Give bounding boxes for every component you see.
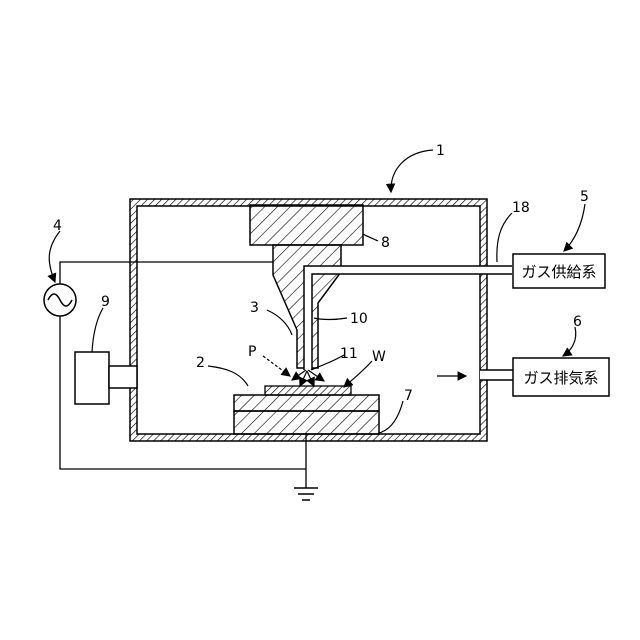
label-3: 3 [250,300,259,316]
label-6: 6 [573,314,582,330]
label-5: 5 [580,189,589,205]
label-18: 18 [512,200,530,216]
gas-exhaust-label: ガス排気系 [523,369,598,387]
workpiece [265,386,351,395]
label-2: 2 [196,355,205,371]
stage [234,395,379,434]
label-9: 9 [101,294,110,310]
label-7: 7 [404,388,413,404]
unit-9 [75,352,137,404]
ground-icon [294,488,318,500]
plasma-jets [292,370,324,386]
label-11: 11 [340,346,358,362]
label-1: 1 [436,143,445,159]
power-source [44,284,76,316]
label-W: W [372,349,386,365]
gas-supply-label: ガス供給系 [521,263,596,281]
label-10: 10 [350,311,368,327]
label-4: 4 [53,218,62,234]
label-8: 8 [381,235,390,251]
holder [250,205,363,245]
label-P: P [248,344,256,360]
exhaust-pipe [480,370,514,380]
plasma-pointer [263,356,290,376]
